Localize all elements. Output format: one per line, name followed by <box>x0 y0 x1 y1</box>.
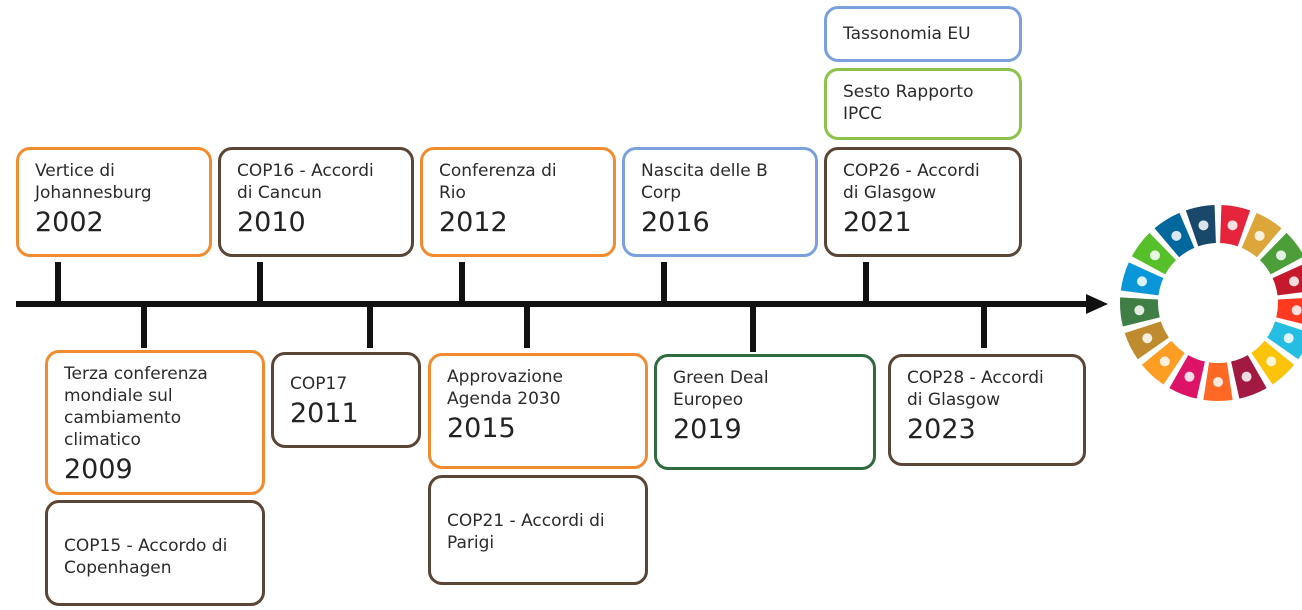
event-year: 2019 <box>673 414 742 445</box>
sdg-segment <box>1272 264 1302 296</box>
event-label: COP16 - Accordi di Cancun <box>237 161 374 203</box>
event-label: Nascita delle B Corp <box>641 161 768 203</box>
event-box-2002: Vertice di Johannesburg 2002 <box>16 147 212 257</box>
event-label: COP17 <box>290 374 348 394</box>
event-label: Approvazione Agenda 2030 <box>447 367 563 409</box>
event-label: Green Deal Europeo <box>673 368 769 410</box>
sdg-goal-glyph <box>1276 250 1287 261</box>
event-label: Tassonomia EU <box>843 24 971 44</box>
event-box-2012: Conferenza di Rio 2012 <box>420 147 616 257</box>
event-box-2016: Nascita delle B Corp 2016 <box>622 147 818 257</box>
event-label: COP21 - Accordi di Parigi <box>447 511 605 553</box>
event-box-2010: COP16 - Accordi di Cancun 2010 <box>218 147 414 257</box>
event-year: 2021 <box>843 207 912 238</box>
tick-2019 <box>750 306 756 352</box>
sdg-goal-glyph <box>1241 371 1252 382</box>
sdg-segment <box>1276 298 1302 324</box>
sdg-goal-glyph <box>1198 220 1209 231</box>
tick-2010 <box>257 262 263 302</box>
event-label: COP26 - Accordi di Glasgow <box>843 161 980 203</box>
event-box-2019: Green Deal Europeo 2019 <box>654 354 876 470</box>
event-box-2021: COP26 - Accordi di Glasgow 2021 <box>824 147 1022 257</box>
sdg-goal-glyph <box>1134 305 1145 316</box>
sdg-goal-glyph <box>1288 276 1299 287</box>
tick-2015 <box>524 306 530 348</box>
tick-2012 <box>459 262 465 302</box>
event-year: 2002 <box>35 207 104 238</box>
event-year: 2009 <box>64 454 133 485</box>
tick-2002 <box>55 262 61 302</box>
event-box-2011: COP17 2011 <box>271 352 421 448</box>
event-label: COP28 - Accordi di Glasgow <box>907 368 1044 410</box>
sdg-goal-glyph <box>1149 250 1160 261</box>
tick-2021 <box>863 262 869 302</box>
event-label: COP15 - Accordo di Copenhagen <box>64 536 228 578</box>
event-year: 2010 <box>237 207 306 238</box>
event-label: Terza conferenza mondiale sul cambiament… <box>64 364 208 450</box>
sdg-goal-glyph <box>1171 230 1182 241</box>
sdg-goal-glyph <box>1184 371 1195 382</box>
sdg-goal-glyph <box>1137 276 1148 287</box>
tick-2009 <box>141 306 147 348</box>
tick-2016 <box>661 262 667 302</box>
event-label: Conferenza di Rio <box>439 161 557 203</box>
tick-2011 <box>367 306 373 348</box>
event-label: Sesto Rapporto IPCC <box>843 82 974 124</box>
sdg-goal-glyph <box>1283 333 1294 344</box>
event-box-cop15: COP15 - Accordo di Copenhagen <box>45 500 265 606</box>
sdg-color-wheel-icon <box>1120 205 1302 401</box>
sdg-goal-glyph <box>1142 333 1153 344</box>
event-year: 2016 <box>641 207 710 238</box>
event-year: 2023 <box>907 414 976 445</box>
event-box-2015: Approvazione Agenda 2030 2015 <box>428 353 648 469</box>
sdg-goal-glyph <box>1159 356 1170 367</box>
event-year: 2015 <box>447 413 516 444</box>
timeline-arrow-icon <box>1086 294 1108 314</box>
tick-2023 <box>981 306 987 348</box>
event-box-ipcc: Sesto Rapporto IPCC <box>824 68 1022 140</box>
event-label: Vertice di Johannesburg <box>35 161 152 203</box>
event-box-cop21: COP21 - Accordi di Parigi <box>428 475 648 585</box>
sdg-goal-glyph <box>1227 220 1238 231</box>
event-box-tassonomia: Tassonomia EU <box>824 6 1022 62</box>
timeline-axis <box>16 301 1088 307</box>
sdg-goal-glyph <box>1291 305 1302 316</box>
sdg-goal-glyph <box>1266 356 1277 367</box>
sdg-goal-glyph <box>1254 230 1265 241</box>
event-box-2023: COP28 - Accordi di Glasgow 2023 <box>888 354 1086 466</box>
event-box-2009: Terza conferenza mondiale sul cambiament… <box>45 350 265 495</box>
event-year: 2011 <box>290 398 359 429</box>
event-year: 2012 <box>439 207 508 238</box>
sdg-goal-glyph <box>1213 377 1223 387</box>
